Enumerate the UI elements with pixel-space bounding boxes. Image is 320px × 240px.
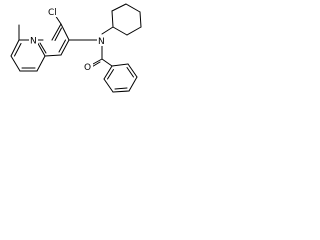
carbonyl-oxygen-label: O <box>84 63 91 73</box>
amide-carbonyl <box>92 45 113 67</box>
atom-labels: Cl N N O <box>29 6 107 73</box>
chlorine-label: Cl <box>48 8 57 18</box>
molecule-structure-svg: Cl N N O <box>10 3 142 93</box>
amide-nitrogen-label: N <box>98 37 105 47</box>
quinoline-nitrogen-label: N <box>30 37 37 47</box>
molecule-drawing: Cl N N O <box>0 0 156 103</box>
benzo-ring <box>10 39 46 72</box>
phenyl-ring <box>103 63 138 93</box>
cyclohexyl-ring <box>101 3 142 36</box>
